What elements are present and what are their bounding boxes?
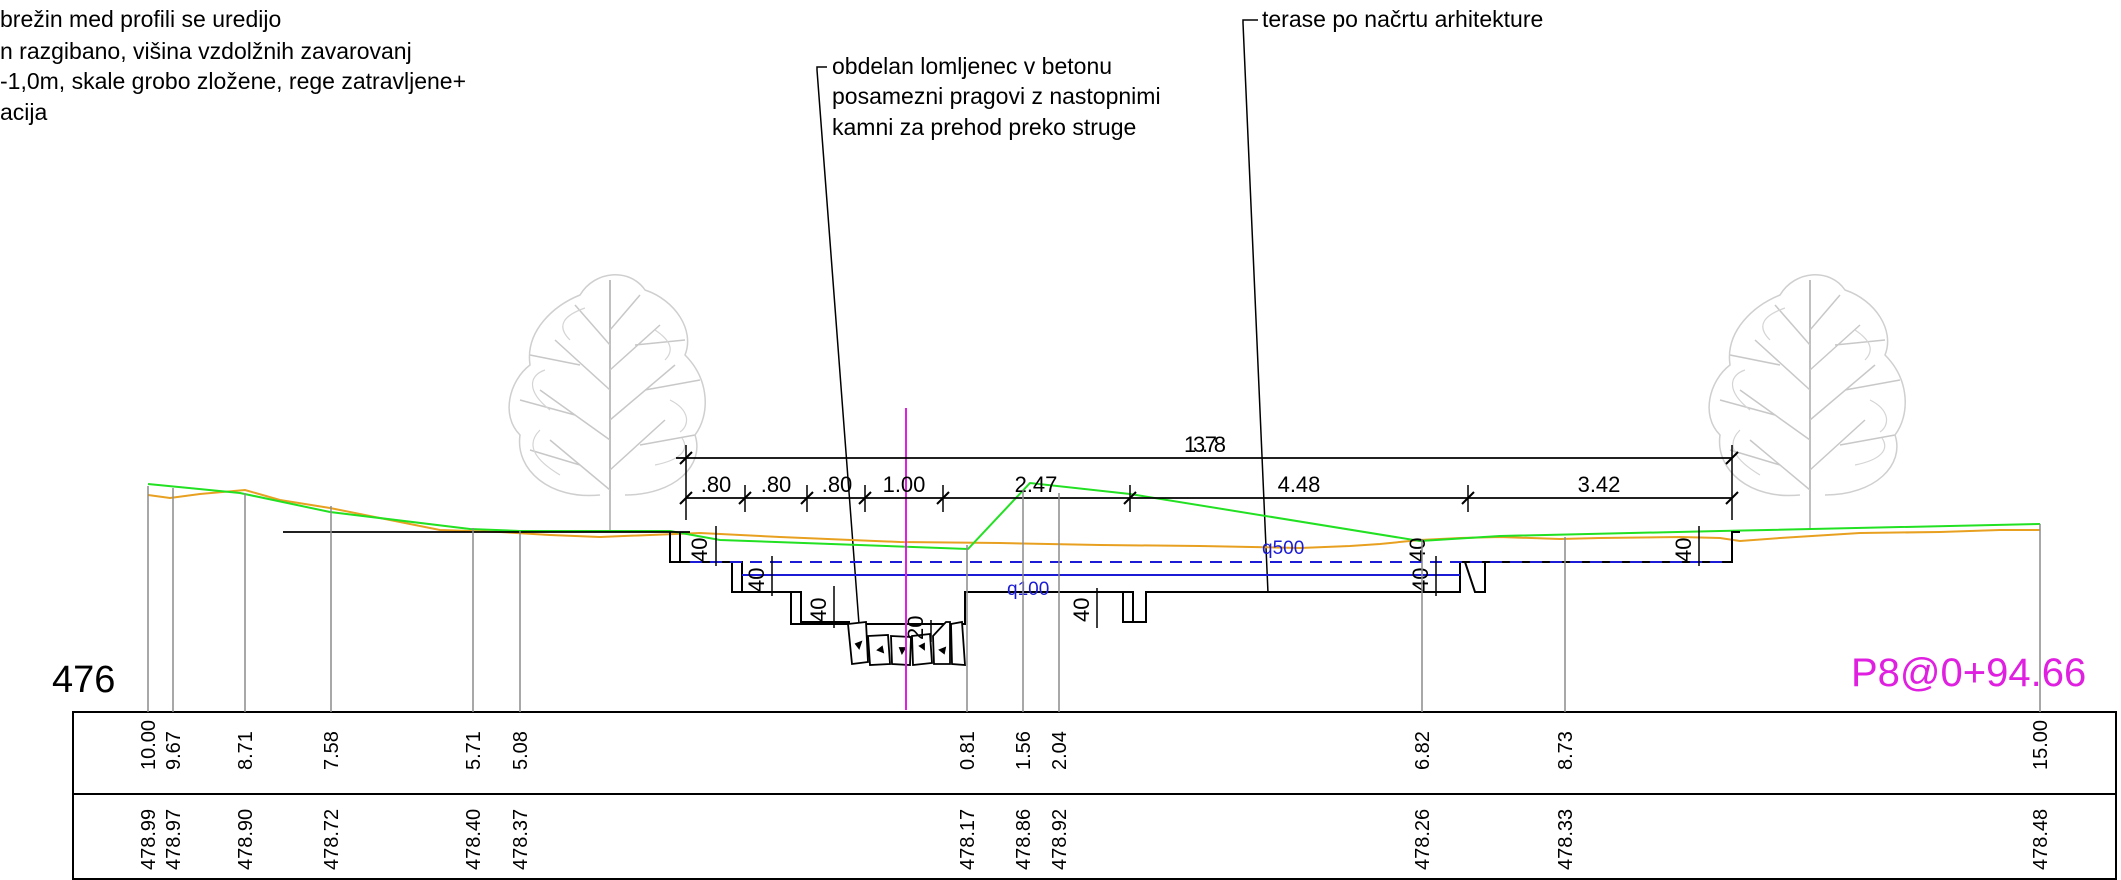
step-height-label-8: 20 (903, 616, 928, 640)
distance-label: 5.08 (510, 731, 532, 770)
elevation-label: 478.99 (138, 809, 160, 870)
step-height-label-5: 40 (1408, 568, 1433, 592)
leader-lines (816, 19, 1269, 625)
elevation-label: 478.72 (321, 809, 343, 870)
notes-left: brežin med profili se uredijo n razgiban… (0, 6, 466, 125)
distance-label: 2.04 (1049, 731, 1071, 770)
note-left-line-1: brežin med profili se uredijo (0, 6, 281, 32)
elevation-label: 478.86 (1013, 809, 1035, 870)
elevation-label: 478.40 (463, 809, 485, 870)
distance-label: 7.58 (321, 731, 343, 770)
step-height-labels: 40 40 40 40 40 40 40 20 (687, 538, 1696, 640)
note-left-line-2: n razgibano, višina vzdolžnih zavarovanj (0, 38, 412, 64)
datum-label: 476 (52, 659, 115, 701)
step-height-label-3: 40 (806, 598, 831, 622)
step-height-label-2: 40 (744, 568, 769, 592)
q500-label: q500 (1262, 538, 1304, 559)
tree-left-icon (508, 273, 707, 531)
notes-middle: obdelan lomljenec v betonu posamezni pra… (832, 53, 1161, 140)
step-height-markers (715, 526, 1700, 642)
segment-dimension-2: .80 (761, 472, 792, 497)
distance-label: 8.73 (1555, 731, 1577, 770)
channel-step-right-inner (1122, 592, 1133, 623)
elevation-label: 478.48 (2030, 809, 2052, 870)
profile-table (72, 711, 2117, 880)
tree-right-icon (1708, 273, 1907, 531)
segment-dimension-5: 2.47 (1015, 472, 1058, 497)
distance-label: 8.71 (235, 731, 257, 770)
step-height-label-1: 40 (687, 538, 712, 562)
distance-label: 1.56 (1013, 731, 1035, 770)
elevation-label: 478.37 (510, 809, 532, 870)
distance-label: 6.82 (1412, 731, 1434, 770)
distance-label: 15.00 (2030, 720, 2052, 770)
channel-step-left-inner (679, 532, 850, 623)
distance-label: 9.67 (163, 731, 185, 770)
step-height-label-6: 40 (1671, 538, 1696, 562)
note-middle-line-1: obdelan lomljenec v betonu (832, 53, 1112, 79)
step-height-label-4: 40 (1069, 598, 1094, 622)
distance-label: 5.71 (463, 731, 485, 770)
q100-label: q100 (1007, 579, 1049, 600)
terrain-design-line (147, 481, 2041, 551)
step-height-label-7: 40 (1405, 538, 1430, 562)
note-left-line-4: acija (0, 99, 48, 125)
distance-label: 0.81 (957, 731, 979, 770)
segment-dimension-labels: .80 .80 .80 1.00 2.47 4.48 3.42 (701, 472, 1621, 497)
segment-dimension-6: 4.48 (1278, 472, 1321, 497)
elevation-label: 478.26 (1412, 809, 1434, 870)
elevation-label: 478.97 (163, 809, 185, 870)
segment-dimension-7: 3.42 (1578, 472, 1621, 497)
overall-dimension-label: 13.78 (1184, 432, 1226, 457)
distance-label: 10.00 (138, 720, 160, 770)
note-left-line-3: -1,0m, skale grobo zložene, rege zatravl… (0, 68, 466, 94)
dimension-lines (676, 445, 1739, 520)
segment-dimension-1: .80 (701, 472, 732, 497)
segment-dimension-4: 1.00 (883, 472, 926, 497)
note-middle-line-3: kamni za prehod preko struge (832, 114, 1136, 140)
note-right: terase po načrtu arhitekture (1262, 6, 1543, 32)
elevation-label: 478.33 (1555, 809, 1577, 870)
elevation-label: 478.92 (1049, 809, 1071, 870)
terrain-existing-line (147, 488, 2040, 550)
elevation-label: 478.90 (235, 809, 257, 870)
profile-label: P8@0+94.66 (1851, 651, 2086, 695)
note-middle-line-2: posamezni pragovi z nastopnimi (832, 83, 1161, 109)
elevation-label: 478.17 (957, 809, 979, 870)
segment-dimension-3: .80 (822, 472, 853, 497)
station-leader-lines (147, 486, 2041, 712)
